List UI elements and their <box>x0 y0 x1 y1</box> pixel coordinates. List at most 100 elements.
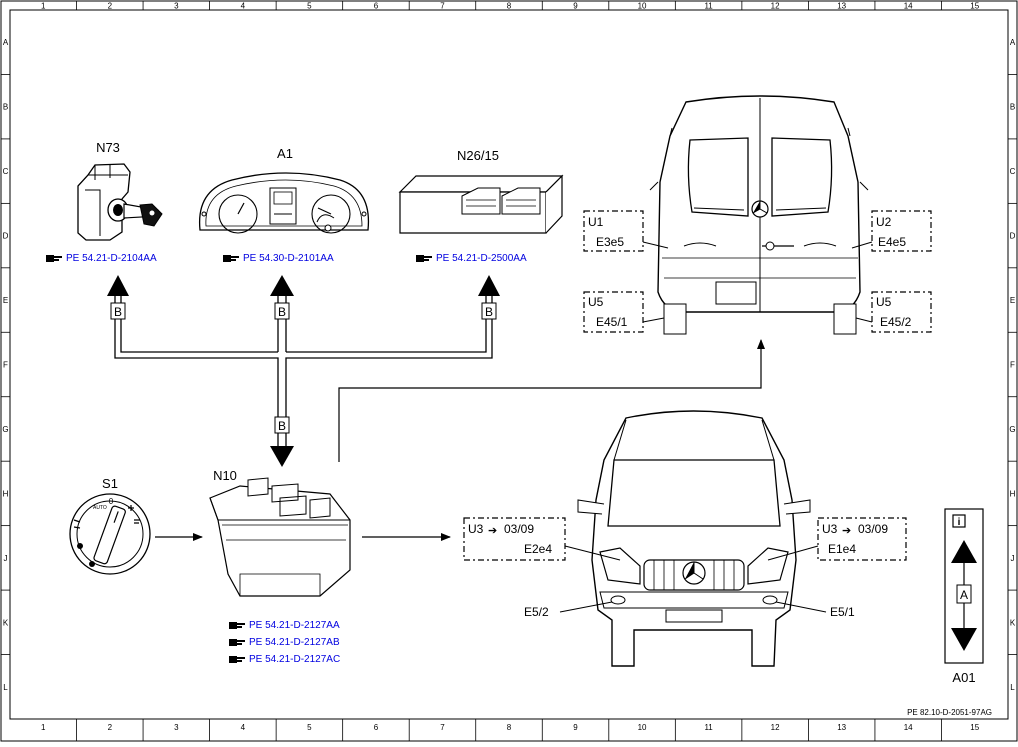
bus-b-tag-n26: B <box>481 302 497 320</box>
n73-reference-link[interactable]: PE 54.21-D-2104AA <box>46 253 157 264</box>
column-number: 12 <box>771 2 780 11</box>
svg-text:➔: ➔ <box>842 525 851 537</box>
rear-u1-box[interactable]: U1 E3e5 <box>583 210 644 252</box>
legend-code: A01 <box>952 670 975 685</box>
a1-instrument-cluster-icon[interactable]: A1 <box>198 146 370 234</box>
row-letter: J <box>4 554 8 563</box>
rear-u2-box[interactable]: U2 E4e5 <box>871 210 932 252</box>
row-letter: A <box>1010 38 1016 47</box>
row-letter: F <box>1010 361 1015 370</box>
lamp-e2e4: E2e4 <box>524 542 552 556</box>
n10-sam-module-icon[interactable]: N10 <box>209 468 351 597</box>
row-letter: B <box>1010 103 1015 112</box>
n73-reference-text: PE 54.21-D-2104AA <box>66 253 157 264</box>
n73-ignition-lock-icon[interactable]: N73 <box>77 140 163 241</box>
lamp-e1e4: E1e4 <box>828 542 856 556</box>
n26-reference-text: PE 54.21-D-2500AA <box>436 253 527 264</box>
column-number: 12 <box>771 723 780 732</box>
lamp-e4e5: E4e5 <box>878 235 906 249</box>
front-u3-left-box[interactable]: U3 ➔ 03/09 E2e4 <box>463 517 566 561</box>
column-number: 11 <box>704 723 713 732</box>
column-number: 1 <box>41 723 46 732</box>
column-number: 1 <box>41 2 46 11</box>
row-letter: B <box>3 103 8 112</box>
svg-text:i: i <box>958 517 961 528</box>
column-number: 15 <box>970 723 979 732</box>
row-letter: K <box>1010 618 1016 627</box>
column-number: 6 <box>374 723 379 732</box>
can-bus-b-network <box>107 275 500 467</box>
column-number: 4 <box>241 2 246 11</box>
svg-text:U1: U1 <box>588 215 604 229</box>
lamp-e45-1: E45/1 <box>596 315 628 329</box>
row-letter: D <box>3 232 9 241</box>
svg-text:B: B <box>278 419 286 433</box>
row-letter: L <box>3 683 8 692</box>
column-number: 9 <box>573 2 578 11</box>
column-number: 14 <box>904 2 913 11</box>
row-letter: C <box>3 167 9 176</box>
lamp-e5-1: E5/1 <box>830 605 855 619</box>
front-u3-right-box[interactable]: U3 ➔ 03/09 E1e4 <box>817 517 907 561</box>
legend-panel[interactable]: i A <box>944 508 984 664</box>
rear-van-drawing <box>649 95 869 335</box>
column-number: 3 <box>174 723 179 732</box>
rear-u5-left-box[interactable]: U5 E45/1 <box>583 291 644 333</box>
svg-text:AUTO: AUTO <box>93 505 107 511</box>
column-number: 13 <box>837 2 846 11</box>
lamp-e3e5: E3e5 <box>596 235 624 249</box>
column-number: 7 <box>440 2 445 11</box>
column-number: 13 <box>837 723 846 732</box>
column-number: 10 <box>638 723 647 732</box>
n73-label: N73 <box>96 140 120 155</box>
column-number: 7 <box>440 723 445 732</box>
n10-reference-3: PE 54.21-D-2127AC <box>249 654 340 665</box>
svg-text:0: 0 <box>109 497 114 506</box>
s1-light-switch-icon[interactable]: S1 0 AUTO <box>69 476 151 575</box>
svg-text:➔: ➔ <box>488 525 497 537</box>
bus-b-tag-n10: B <box>274 416 290 434</box>
row-letter: F <box>3 361 8 370</box>
row-letter: H <box>1010 489 1016 498</box>
n10-reference-links[interactable]: PE 54.21-D-2127AA PE 54.21-D-2127AB PE 5… <box>229 620 340 665</box>
row-letter: E <box>3 296 8 305</box>
bus-b-tag-a1: B <box>274 302 290 320</box>
column-number: 11 <box>704 2 713 11</box>
column-number: 15 <box>970 2 979 11</box>
svg-text:03/09: 03/09 <box>858 522 888 536</box>
s1-label: S1 <box>102 476 118 491</box>
n26-control-unit-icon[interactable]: N26/15 <box>398 148 564 234</box>
n10-to-rear-arrow <box>338 339 765 462</box>
n10-reference-1: PE 54.21-D-2127AA <box>249 620 340 631</box>
a1-label: A1 <box>277 146 293 161</box>
column-number: 5 <box>307 723 312 732</box>
row-letter: G <box>2 425 8 434</box>
svg-text:U3: U3 <box>822 522 838 536</box>
front-van-drawing <box>577 410 811 667</box>
row-letter: K <box>3 618 9 627</box>
row-letter: A <box>3 38 9 47</box>
lamp-e5-2: E5/2 <box>524 605 549 619</box>
svg-text:U5: U5 <box>588 295 604 309</box>
rear-u5-right-box[interactable]: U5 E45/2 <box>871 291 932 333</box>
column-number: 8 <box>507 723 512 732</box>
a1-reference-link[interactable]: PE 54.30-D-2101AA <box>223 253 334 264</box>
row-letter: L <box>1010 683 1015 692</box>
column-number: 10 <box>638 2 647 11</box>
n10-label: N10 <box>213 468 237 483</box>
column-number: 6 <box>374 2 379 11</box>
column-number: 2 <box>108 723 113 732</box>
n26-reference-link[interactable]: PE 54.21-D-2500AA <box>416 253 527 264</box>
column-number: 4 <box>241 723 246 732</box>
row-letter: C <box>1010 167 1016 176</box>
svg-text:B: B <box>114 305 122 319</box>
bus-b-tag-n73: B <box>110 302 126 320</box>
row-letter: E <box>1010 296 1015 305</box>
column-number: 14 <box>904 723 913 732</box>
document-id: PE 82.10-D-2051-97AG <box>907 708 992 717</box>
svg-text:B: B <box>278 305 286 319</box>
